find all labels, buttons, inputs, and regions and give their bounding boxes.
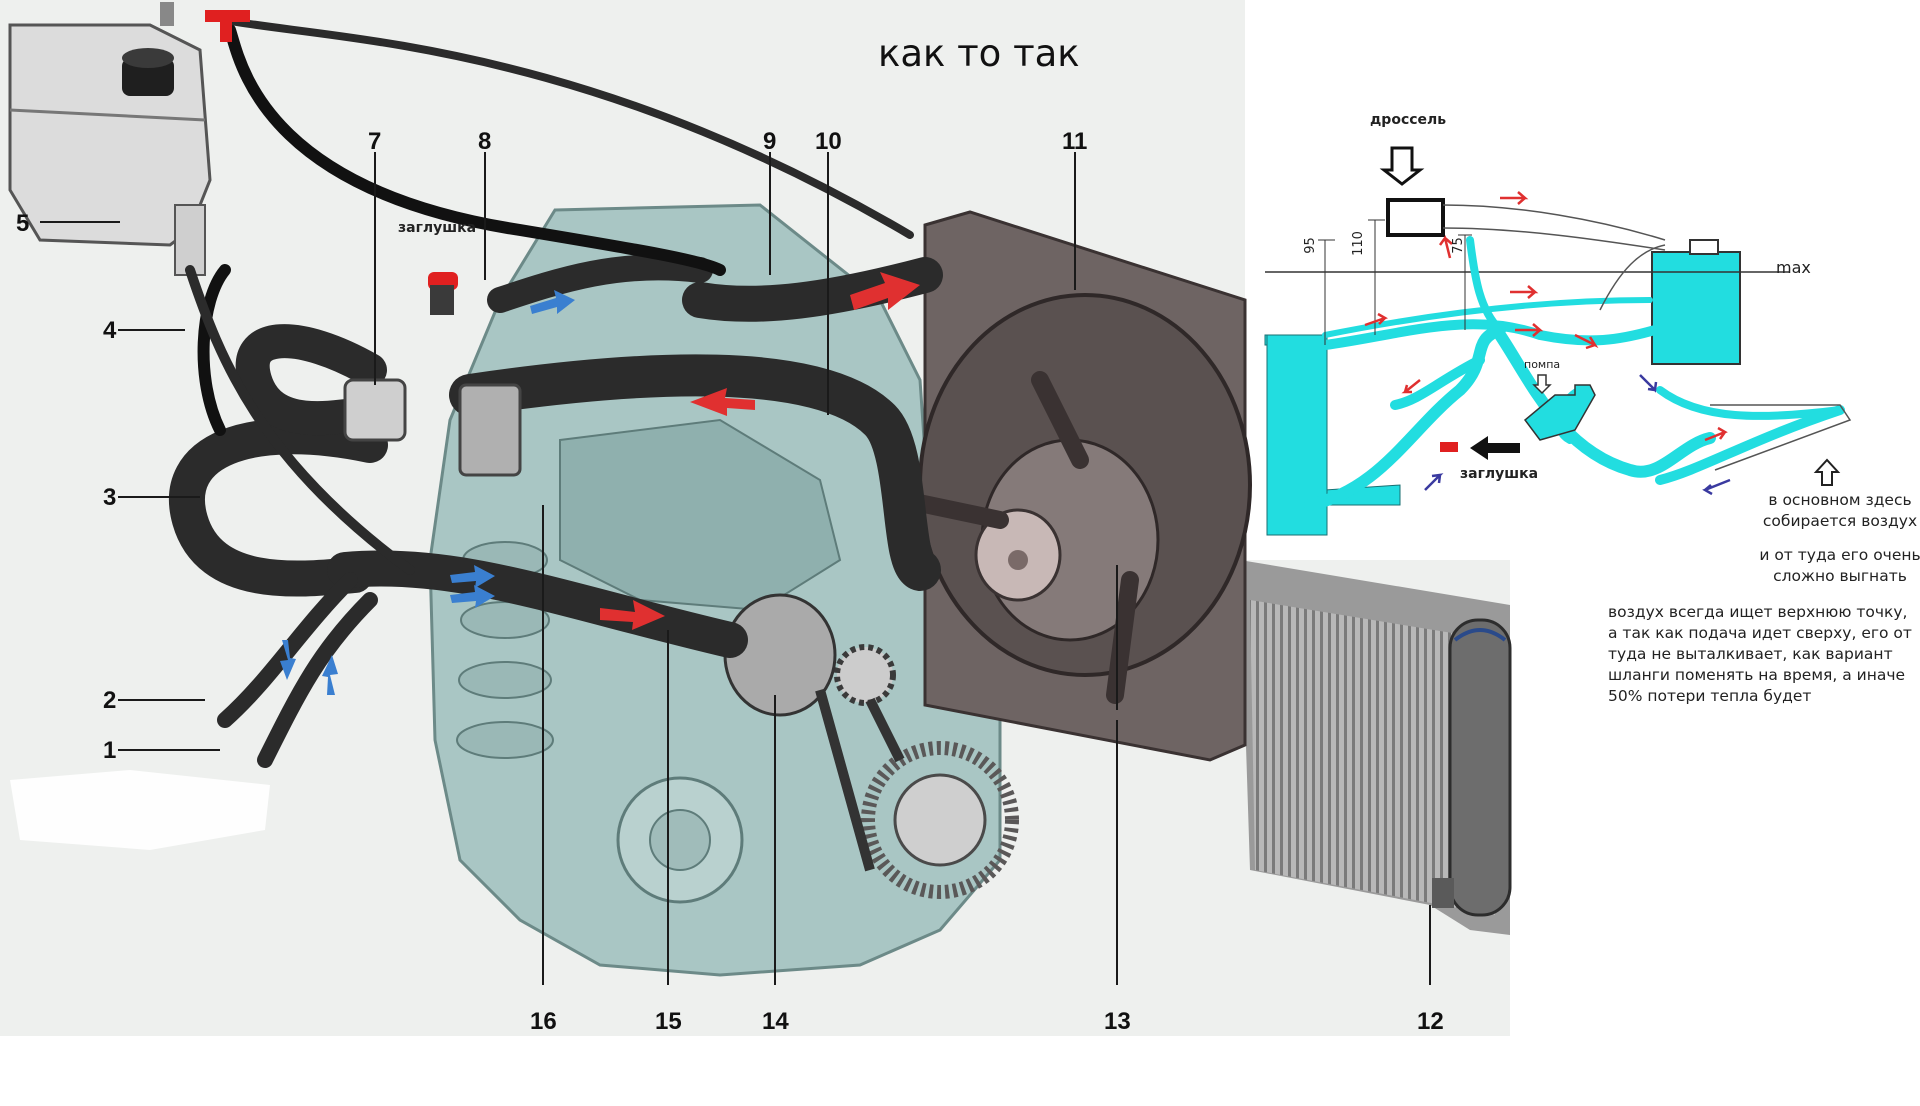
inset-schematic xyxy=(1264,146,1852,536)
plug-fitting xyxy=(430,285,454,315)
air-note-line-2: собирается воздух xyxy=(1762,512,1918,530)
callout-15: 15 xyxy=(655,1008,682,1035)
hard-note-line-2: сложно выгнать xyxy=(1773,567,1907,585)
page-title: как то так xyxy=(878,32,1080,75)
dimension-95: 95 xyxy=(1302,237,1318,254)
callout-3: 3 xyxy=(103,484,117,511)
callout-8: 8 xyxy=(478,128,492,155)
callout-4: 4 xyxy=(103,317,117,344)
throttle-arrow xyxy=(1379,146,1425,186)
callout-14: 14 xyxy=(762,1008,789,1035)
callout-7: 7 xyxy=(368,128,382,155)
leader-lines xyxy=(40,152,1431,985)
callout-16: 16 xyxy=(530,1008,557,1035)
callout-10: 10 xyxy=(815,128,842,155)
air-collect-note: в основном здесь собирается воздух xyxy=(1730,490,1920,532)
callout-13: 13 xyxy=(1104,1008,1131,1035)
advice-line-1: воздух всегда ищет верхнюю точку, xyxy=(1608,603,1908,621)
air-arrow xyxy=(1813,458,1841,486)
plug-arrow xyxy=(1470,436,1520,460)
pump-arrow xyxy=(1532,374,1552,395)
callout-9: 9 xyxy=(763,128,777,155)
callout-2: 2 xyxy=(103,687,117,714)
plug-label-main: заглушка xyxy=(398,220,477,236)
fan-shroud xyxy=(896,210,1252,762)
throttle-label: дроссель xyxy=(1370,112,1447,128)
red-tee-fitting xyxy=(205,10,250,42)
advice-line-2: а так как подача идет сверху, его от xyxy=(1608,624,1912,642)
advice-line-5: 50% потери тепла будет xyxy=(1608,687,1812,705)
hard-to-remove-note: и от туда его очень сложно выгнать xyxy=(1730,545,1920,587)
callout-11: 11 xyxy=(1062,128,1088,155)
plug-label-inset: заглушка xyxy=(1460,466,1539,482)
dimension-110: 110 xyxy=(1350,231,1366,256)
hard-note-line-1: и от туда его очень xyxy=(1759,546,1920,564)
expansion-tank xyxy=(8,2,212,276)
inset-background xyxy=(1245,0,1920,560)
timing-belt-assembly xyxy=(723,593,1019,899)
thermostat-housing xyxy=(343,378,407,442)
white-brush-mark xyxy=(10,770,270,850)
pump-label: помпа xyxy=(1524,358,1561,371)
advice-line-4: шланги поменять на время, а иначе xyxy=(1608,666,1906,684)
callout-1: 1 xyxy=(103,737,117,764)
outlet-flange xyxy=(458,383,522,477)
cold-flow-arrows xyxy=(280,290,575,695)
hot-flow-arrows xyxy=(600,272,920,630)
advice-line-3: туда не выталкивает, как вариант xyxy=(1608,645,1893,663)
max-label: max xyxy=(1776,258,1811,277)
callout-5: 5 xyxy=(16,210,30,237)
callout-12: 12 xyxy=(1417,1008,1444,1035)
dimension-75: 75 xyxy=(1450,237,1466,254)
air-note-line-1: в основном здесь xyxy=(1768,491,1912,509)
radiator-core xyxy=(1240,560,1512,935)
advice-note: воздух всегда ищет верхнюю точку, а так … xyxy=(1608,602,1918,707)
